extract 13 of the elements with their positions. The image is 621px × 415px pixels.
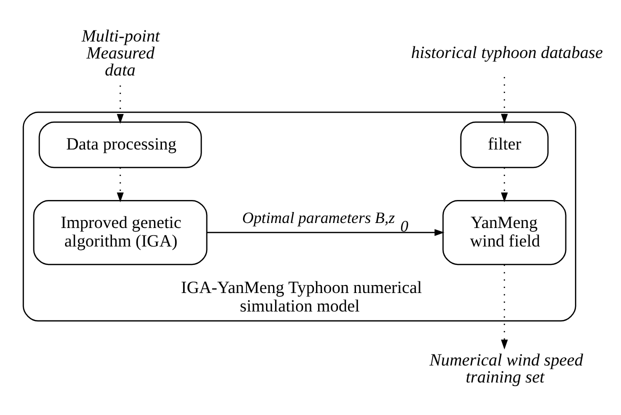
arrow [206, 228, 444, 236]
node-text: Numerical wind speed training set [430, 350, 584, 386]
arrow [500, 167, 508, 202]
node-text: historical typhoon database [411, 42, 603, 62]
arrow [116, 85, 124, 124]
node-text: Multi-point Measured data [82, 26, 160, 80]
node-box: filter [460, 120, 549, 168]
arrow [500, 76, 508, 124]
node-box: Data processing [38, 120, 202, 168]
node-box: Improved genetic algorithm (IGA) [33, 200, 208, 265]
arrow [500, 264, 508, 349]
node-box: YanMeng wind field [442, 200, 566, 265]
arrow [116, 167, 124, 202]
